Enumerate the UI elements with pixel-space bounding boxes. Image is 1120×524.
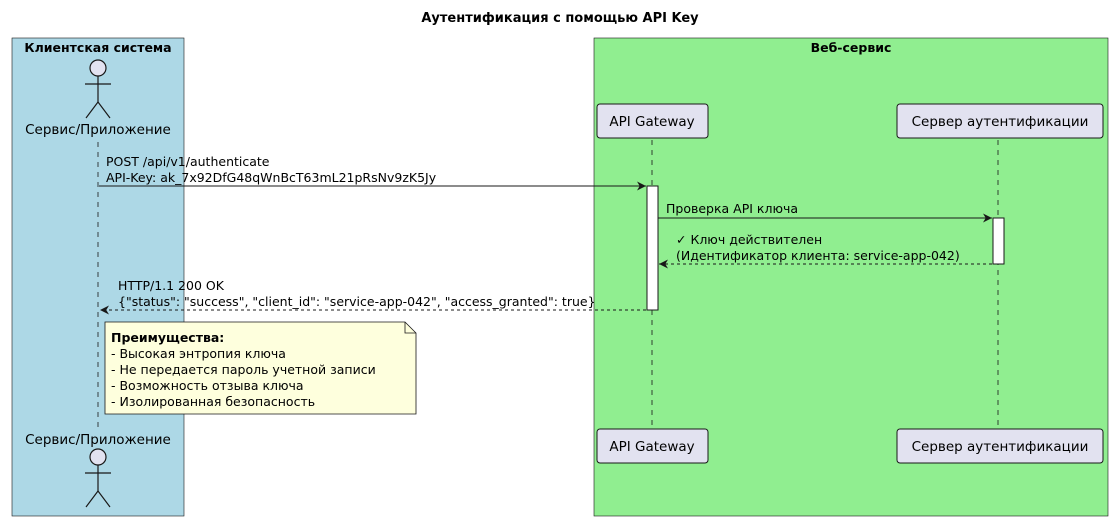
message-line: POST /api/v1/authenticate: [106, 154, 270, 169]
message-authenticate-response: HTTP/1.1 200 OK {"status": "success", "c…: [100, 278, 646, 315]
activation-auth-server: [992, 217, 1005, 265]
note-item: - Не передается пароль учетной записи: [111, 362, 376, 377]
note-advantages: Преимущества: - Высокая энтропия ключа -…: [104, 321, 417, 415]
actor-service-app-bottom: Сервис/Приложение: [25, 432, 171, 508]
participant-box: [596, 428, 709, 464]
participant-auth-server-bottom: Сервер аутентификации: [896, 428, 1104, 464]
message-line: ✓ Ключ действителен: [676, 232, 822, 247]
participant-label-auth-server-bottom: Сервер аутентификации: [912, 439, 1089, 455]
box-web-service-title: Веб-сервис: [811, 40, 892, 55]
participant-label-api-gateway-bottom: API Gateway: [609, 439, 694, 455]
participant-box: [896, 428, 1104, 464]
participant-label-api-gateway: API Gateway: [609, 114, 694, 130]
message-line: API-Key: ak_7x92DfG48qWnBcT63mL21pRsNv9z…: [106, 170, 437, 185]
box-client-system-title: Клиентская система: [24, 40, 171, 55]
message-line: {"status": "success", "client_id": "serv…: [118, 294, 596, 309]
participant-box: [896, 103, 1104, 139]
message-verify-key: Проверка API ключа: [658, 201, 992, 223]
message-authenticate-request: POST /api/v1/authenticate API-Key: ak_7x…: [99, 154, 646, 191]
message-line: (Идентификатор клиента: service-app-042): [676, 248, 960, 263]
participant-api-gateway-top: API Gateway: [596, 103, 709, 139]
participant-box: [596, 103, 709, 139]
actor-service-app-top: Сервис/Приложение: [25, 59, 171, 138]
participant-api-gateway-bottom: API Gateway: [596, 428, 709, 464]
note-corner-fold: [404, 322, 416, 334]
note-item: - Изолированная безопасность: [111, 394, 315, 409]
diagram-title: Аутентификация с помощью API Key: [421, 11, 699, 26]
note-item: - Возможность отзыва ключа: [111, 378, 304, 393]
actor-stick-figure-icon: [85, 448, 111, 508]
activation-api-gateway: [646, 185, 659, 311]
message-line: HTTP/1.1 200 OK: [118, 278, 225, 293]
note-item: - Высокая энтропия ключа: [111, 346, 286, 361]
note-background: [104, 321, 417, 415]
participant-label-service-app: Сервис/Приложение: [25, 122, 171, 138]
message-key-valid: ✓ Ключ действителен (Идентификатор клиен…: [659, 232, 992, 269]
actor-stick-figure-icon: [85, 59, 111, 119]
note-title: Преимущества:: [111, 330, 224, 345]
participant-auth-server-top: Сервер аутентификации: [896, 103, 1104, 139]
participant-label-auth-server: Сервер аутентификации: [912, 114, 1089, 130]
participant-label-service-app-bottom: Сервис/Приложение: [25, 432, 171, 448]
message-line: Проверка API ключа: [666, 201, 798, 216]
